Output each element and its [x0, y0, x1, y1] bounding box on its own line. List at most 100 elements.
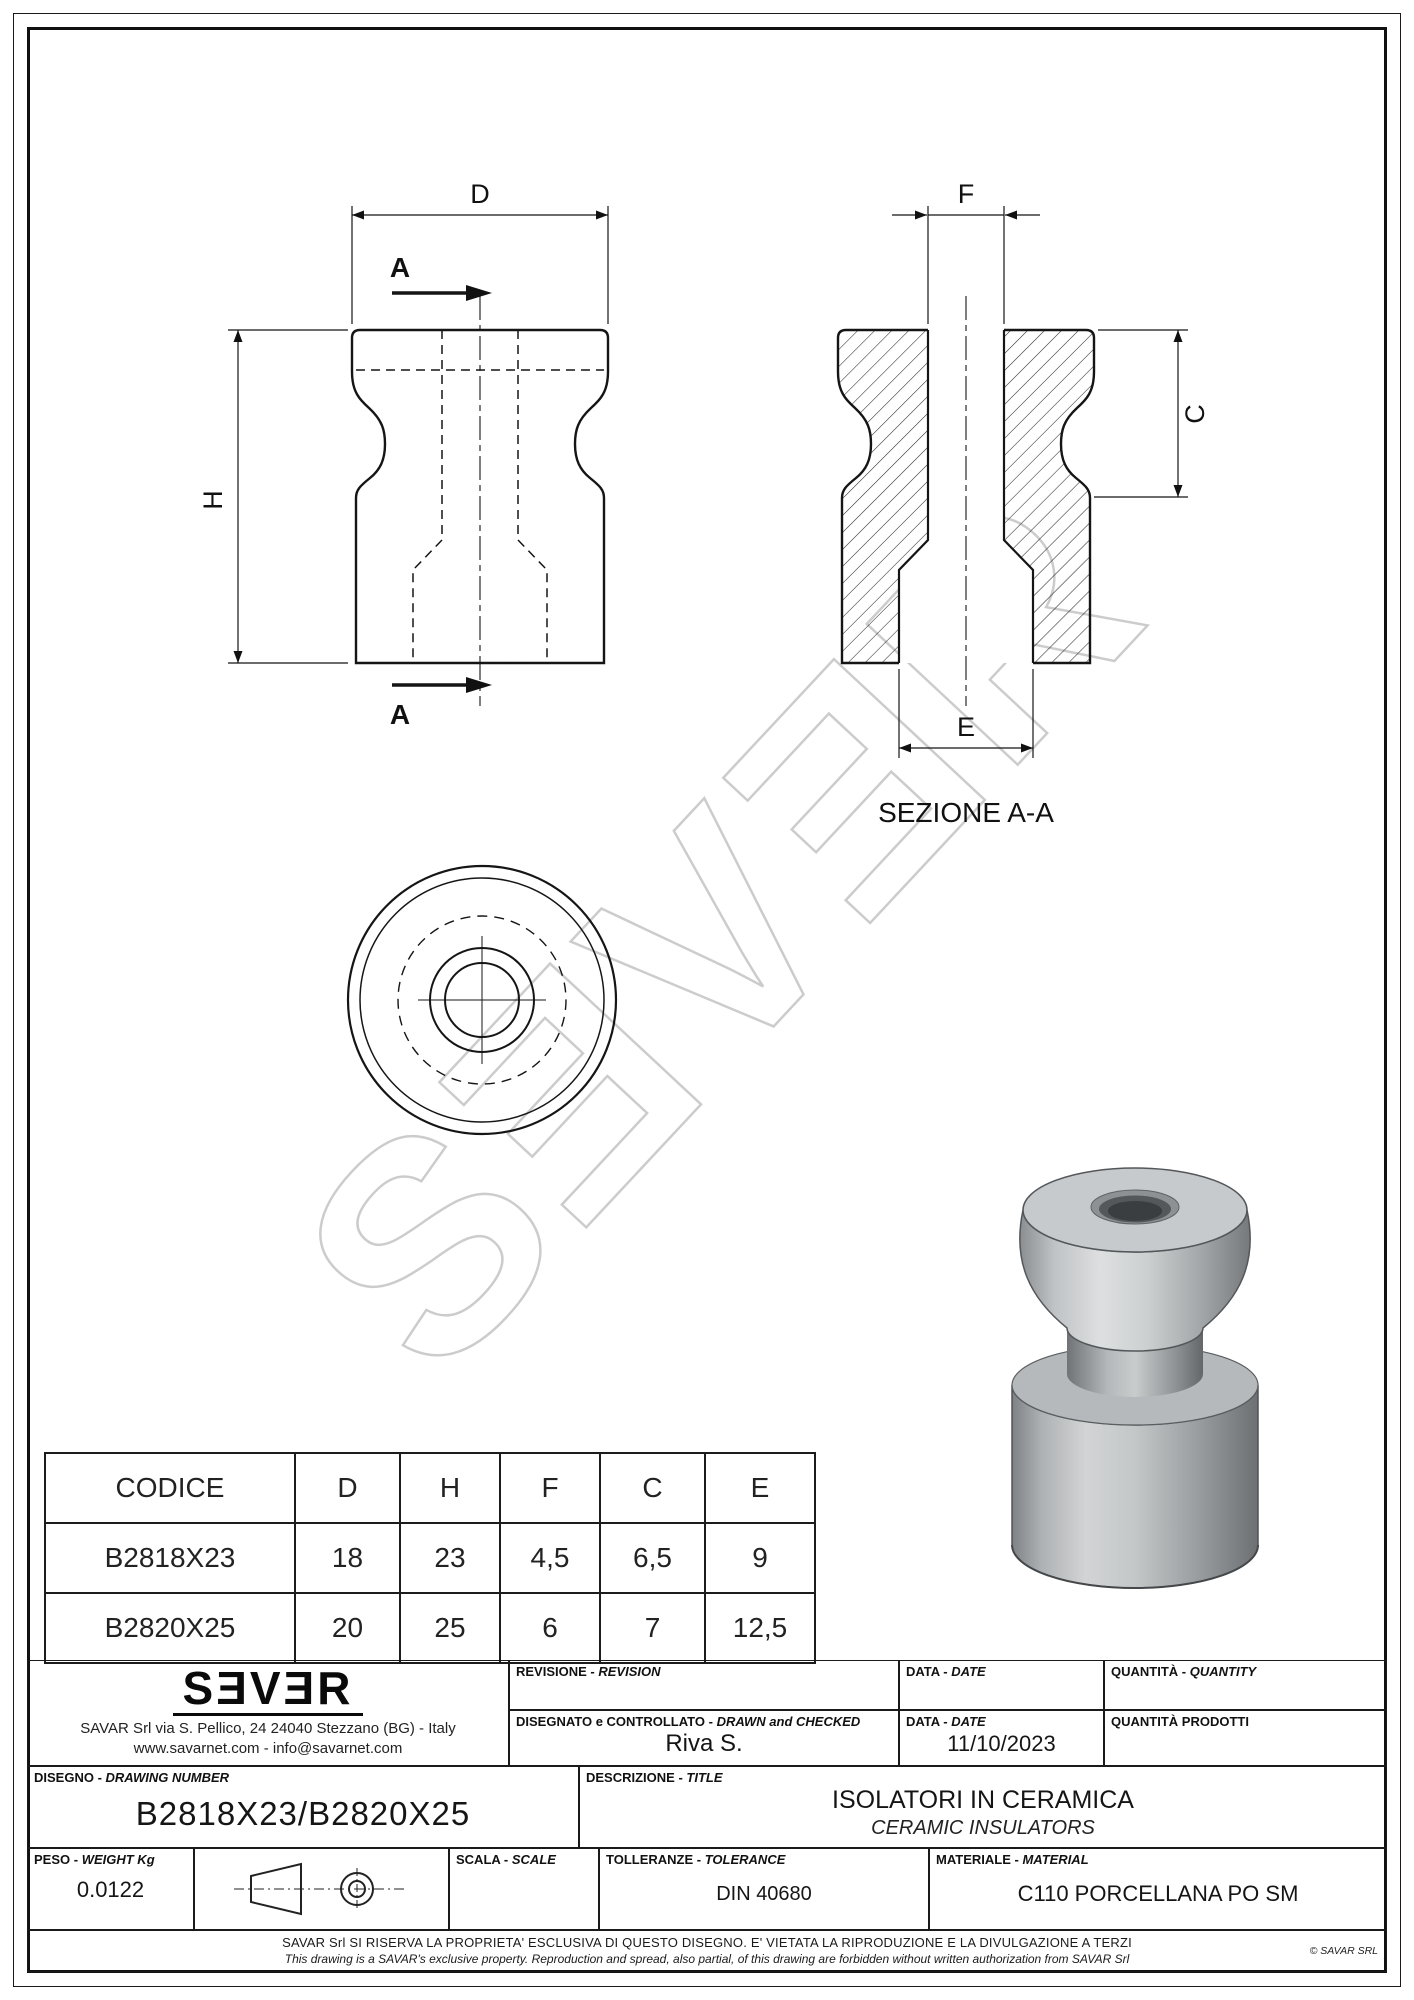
weight-label-en: WEIGHT Kg	[81, 1852, 155, 1867]
description-label-it: DESCRIZIONE -	[586, 1770, 683, 1785]
table-cell: B2818X23	[44, 1522, 296, 1594]
revision-cell: REVISIONE - REVISION	[509, 1660, 899, 1710]
section-view: F C E SEZIONE A-A	[836, 179, 1210, 828]
front-view: D H A A	[198, 179, 610, 730]
render-hole-deep	[1108, 1201, 1162, 1221]
drawing-no-label-it: DISEGNO -	[34, 1770, 102, 1785]
table-cell: 25	[399, 1592, 501, 1664]
revision-label-it: REVISIONE -	[516, 1664, 595, 1679]
drawn-label-it: DISEGNATO e CONTROLLATO -	[516, 1714, 713, 1729]
dim-e-label: E	[957, 712, 975, 742]
table-header-cell: C	[599, 1452, 706, 1524]
render-bottom-edge	[1011, 1544, 1259, 1589]
table-header-cell: F	[499, 1452, 601, 1524]
date-label-it: DATA -	[906, 1664, 948, 1679]
scale-label-it: SCALA -	[456, 1852, 509, 1867]
tolerance-label-en: TOLERANCE	[704, 1852, 786, 1867]
table-row: B2820X25 20 25 6 7 12,5	[44, 1592, 816, 1664]
weight-label-it: PESO -	[34, 1852, 79, 1867]
projection-symbol-cell	[194, 1848, 449, 1930]
table-header-cell: E	[704, 1452, 816, 1524]
front-outline	[350, 328, 610, 665]
disclaimer-cell: SAVAR Srl SI RISERVA LA PROPRIETA' ESCLU…	[27, 1930, 1387, 1972]
quantity-label-en: QUANTITY	[1189, 1664, 1257, 1679]
material-label-it: MATERIALE -	[936, 1852, 1019, 1867]
table-row: B2818X23 18 23 4,5 6,5 9	[44, 1522, 816, 1594]
quantity-prod-label: QUANTITÀ PRODOTTI	[1111, 1714, 1249, 1729]
material-value: C110 PORCELLANA PO SM	[1017, 1881, 1299, 1906]
table-header-cell: D	[294, 1452, 401, 1524]
weight-cell: PESO - WEIGHT Kg 0.0122	[27, 1848, 194, 1930]
table-cell: 6,5	[599, 1522, 706, 1594]
title-block: SƎVƎR SAVAR Srl via S. Pellico, 24 24040…	[27, 1660, 1387, 1972]
material-cell: MATERIALE - MATERIAL C110 PORCELLANA PO …	[929, 1848, 1387, 1930]
dim-h-label: H	[198, 490, 228, 510]
top-view-outer-circle	[346, 864, 618, 1136]
section-bore-left-edge	[897, 330, 930, 663]
disclaimer-line1: SAVAR Srl SI RISERVA LA PROPRIETA' ESCLU…	[282, 1935, 1132, 1950]
tolerance-label-it: TOLLERANZE -	[606, 1852, 702, 1867]
table-cell: 7	[599, 1592, 706, 1664]
section-bore-right-edge	[1002, 330, 1035, 663]
weight-value: 0.0122	[76, 1877, 145, 1902]
quantity-cell: QUANTITÀ - QUANTITY	[1104, 1660, 1387, 1710]
section-label-a-bottom: A	[390, 699, 410, 730]
sheet-border-outer	[13, 13, 1401, 1987]
material-label-en: MATERIAL	[1022, 1852, 1089, 1867]
section-label-a-top: A	[390, 252, 410, 283]
scale-label-en: SCALE	[511, 1852, 556, 1867]
table-header-row: CODICE D H F C E	[44, 1452, 816, 1524]
table-cell: 9	[704, 1522, 816, 1594]
drawn-by-cell: DISEGNATO e CONTROLLATO - DRAWN and CHEC…	[509, 1710, 899, 1766]
quantity-produced-cell: QUANTITÀ PRODOTTI	[1104, 1710, 1387, 1766]
drawn-label-en: DRAWN and CHECKED	[716, 1714, 861, 1729]
savar-logo: SƎVƎR	[172, 1665, 364, 1716]
table-cell: 23	[399, 1522, 501, 1594]
description-title-it: ISOLATORI IN CERAMICA	[832, 1786, 1134, 1814]
dim-e	[898, 669, 1034, 758]
date-cell-1: DATA - DATE	[899, 1660, 1104, 1710]
section-outline-left	[836, 328, 928, 665]
drawing-number-value: B2818X23/B2820X25	[135, 1795, 471, 1832]
section-cut-marks	[392, 285, 492, 693]
render-waist	[1067, 1322, 1203, 1397]
dim-d-label: D	[470, 179, 490, 209]
dim-c	[1094, 329, 1188, 498]
table-cell: 6	[499, 1592, 601, 1664]
date-cell-2: DATA - DATE 11/10/2023	[899, 1710, 1104, 1766]
top-view-rim-circle	[359, 877, 605, 1123]
table-cell: 12,5	[704, 1592, 816, 1664]
date-label-en: DATE	[951, 1664, 986, 1679]
table-cell: 18	[294, 1522, 401, 1594]
section-outline-right	[1004, 328, 1096, 665]
top-view	[346, 864, 618, 1136]
tolerance-value: DIN 40680	[716, 1882, 812, 1905]
tolerance-cell: TOLLERANZE - TOLERANCE DIN 40680	[599, 1848, 929, 1930]
disclaimer-line2: This drawing is a SAVAR's exclusive prop…	[284, 1952, 1130, 1966]
table-header-cell: CODICE	[44, 1452, 296, 1524]
drawn-by-value: Riva S.	[665, 1730, 743, 1757]
description-title-en: CERAMIC INSULATORS	[871, 1817, 1095, 1839]
company-address-line1: SAVAR Srl via S. Pellico, 24 24040 Stezz…	[80, 1720, 456, 1737]
dim-f	[892, 206, 1040, 324]
dim-f-label: F	[958, 179, 975, 209]
dim-h	[228, 329, 348, 664]
table-cell: B2820X25	[44, 1592, 296, 1664]
description-cell: DESCRIZIONE - TITLE ISOLATORI IN CERAMIC…	[579, 1766, 1387, 1848]
dim-c-label: C	[1180, 404, 1210, 424]
quantity-label-it: QUANTITÀ -	[1111, 1664, 1187, 1679]
copyright-text: © SAVAR SRL	[1309, 1945, 1378, 1957]
table-cell: 20	[294, 1592, 401, 1664]
date2-label-en: DATE	[951, 1714, 986, 1729]
company-cell: SƎVƎR SAVAR Srl via S. Pellico, 24 24040…	[27, 1660, 509, 1766]
dimension-table: CODICE D H F C E B2818X23 18 23 4,5 6,5 …	[44, 1452, 816, 1664]
date-value: 11/10/2023	[947, 1731, 1056, 1756]
company-address-line2: www.savarnet.com - info@savarnet.com	[133, 1739, 403, 1757]
revision-label-en: REVISION	[598, 1664, 661, 1679]
drawing-number-cell: DISEGNO - DRAWING NUMBER B2818X23/B2820X…	[27, 1766, 579, 1848]
first-angle-projection-icon	[234, 1862, 404, 1916]
table-header-cell: H	[399, 1452, 501, 1524]
scale-cell: SCALA - SCALE	[449, 1848, 599, 1930]
